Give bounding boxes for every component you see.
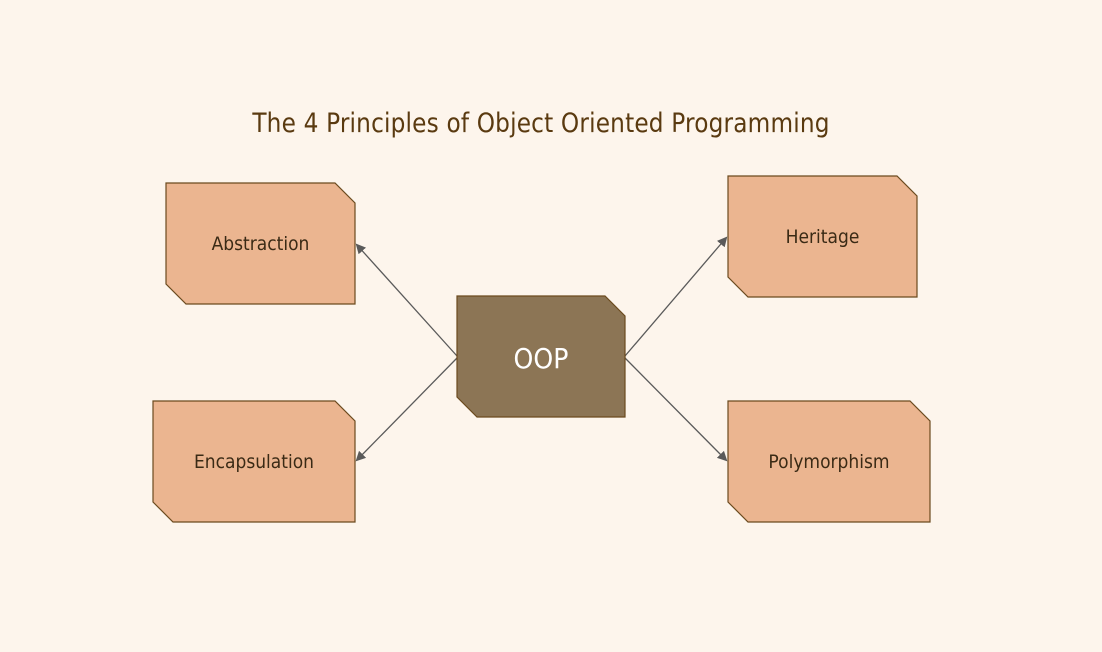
edge-oop-abstraction <box>355 243 458 357</box>
node-label: Heritage <box>786 226 860 248</box>
edge-oop-encapsulation <box>355 357 458 462</box>
node-label: Abstraction <box>212 233 310 255</box>
center-label: OOP <box>514 343 569 376</box>
node-label: Encapsulation <box>194 451 314 473</box>
diagram-title: The 4 Principles of Object Oriented Prog… <box>252 108 830 139</box>
edge-oop-heritage <box>624 236 728 357</box>
node-encapsulation[interactable]: Encapsulation <box>152 400 356 523</box>
node-heritage[interactable]: Heritage <box>727 175 918 298</box>
node-polymorphism[interactable]: Polymorphism <box>727 400 931 523</box>
node-label: Polymorphism <box>768 451 889 473</box>
edges <box>355 236 728 462</box>
node-abstraction[interactable]: Abstraction <box>165 182 356 305</box>
node-oop-center[interactable]: OOP <box>456 295 626 418</box>
edge-oop-polymorphism <box>624 357 728 462</box>
